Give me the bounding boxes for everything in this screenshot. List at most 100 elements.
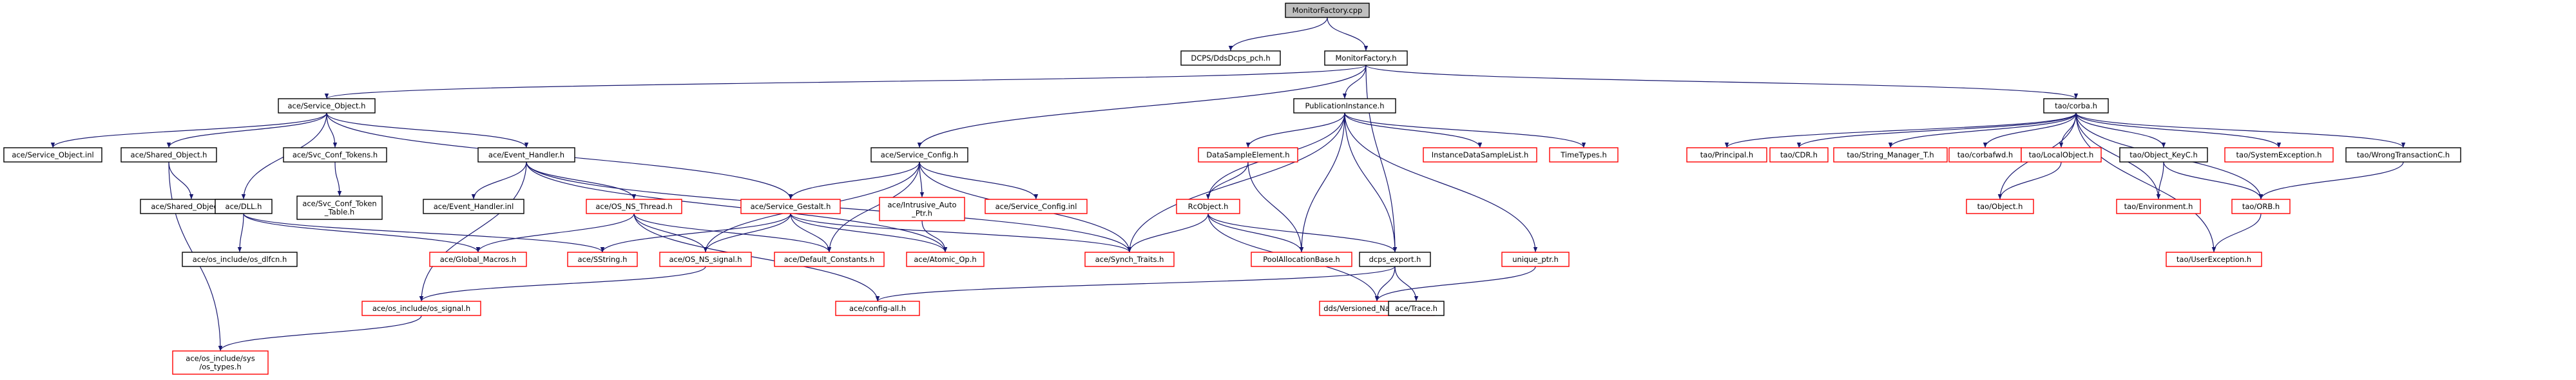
node-label: ace/Default_Constants.h <box>784 255 875 264</box>
edge-tao_corba_h-to-tao_userexception_h <box>2075 112 2216 253</box>
node-label: ace/Service_Config.inl <box>995 202 1077 211</box>
node-ace-trace-h[interactable]: ace/Trace.h <box>1388 301 1445 316</box>
node-label: ace/OS_NS_signal.h <box>669 255 742 264</box>
node-dcps-pch[interactable]: DCPS/DdsDcps_pch.h <box>1180 50 1281 66</box>
edge-datasampleelement_h-to-poolallocationbase_h <box>1247 161 1304 253</box>
node-service-object-inl[interactable]: ace/Service_Object.inl <box>3 147 102 163</box>
node-label: /os_types.h <box>199 363 241 372</box>
edge-root-to-dcps_pch <box>1228 17 1328 52</box>
node-service-object-h[interactable]: ace/Service_Object.h <box>278 98 376 114</box>
node-default-constants-h[interactable]: ace/Default_Constants.h <box>774 252 885 267</box>
node-box <box>985 199 1088 214</box>
node-tao-principal-h[interactable]: tao/Principal.h <box>1686 147 1767 163</box>
node-label: ace/os_include/sys <box>186 354 255 363</box>
node-label: ace/Svc_Conf_Token <box>302 199 376 208</box>
edge-os_ns_thread_h-to-default_constants_h <box>633 213 832 253</box>
edge-os_ns_thread_h-to-global_macros_h <box>476 213 635 253</box>
node-timetypes-h[interactable]: TimeTypes.h <box>1549 147 1619 163</box>
node-tao-cdr-h[interactable]: tao/CDR.h <box>1769 147 1829 163</box>
edge-dll_h-to-os_dlfcn_h <box>237 213 244 253</box>
edge-monitorfactory_h-to-service_config_h <box>917 65 1367 148</box>
node-box <box>1084 252 1175 267</box>
node-box <box>1686 147 1767 163</box>
node-rcobject-h[interactable]: RcObject.h <box>1176 199 1240 214</box>
edge-shared_object_h-to-shared_object_inl <box>168 161 194 200</box>
edge-service_object_h-to-event_handler_h <box>326 112 529 148</box>
edge-rcobject_h-to-poolallocationbase_h <box>1207 213 1304 253</box>
node-tao-localobject-h[interactable]: tao/LocalObject.h <box>2021 147 2102 163</box>
node-event-handler-h[interactable]: ace/Event_Handler.h <box>477 147 575 163</box>
node-os-types-h[interactable]: ace/os_include/sys/os_types.h <box>172 350 269 375</box>
edge-os_ns_signal_h-to-os_signal_h <box>419 266 706 302</box>
node-service-config-h[interactable]: ace/Service_Config.h <box>870 147 968 163</box>
node-svc-conf-token-table-h[interactable]: ace/Svc_Conf_Token_Table.h <box>296 195 383 220</box>
node-box <box>1359 252 1431 267</box>
node-os-ns-signal-h[interactable]: ace/OS_NS_signal.h <box>659 252 752 267</box>
edge-intrusive_auto_ptr_h-to-atomic_op_h <box>921 220 948 253</box>
node-event-handler-inl[interactable]: ace/Event_Handler.inl <box>423 199 524 214</box>
node-box <box>1293 98 1396 114</box>
node-datasampleelement-h[interactable]: DataSampleElement.h <box>1198 147 1298 163</box>
node-dcps-export-h[interactable]: dcps_export.h <box>1359 252 1431 267</box>
node-sstring-h[interactable]: ace/SString.h <box>567 252 638 267</box>
edge-tao_orb_h-to-tao_userexception_h <box>2211 213 2262 253</box>
node-service-config-inl[interactable]: ace/Service_Config.inl <box>985 199 1088 214</box>
edge-service_gestalt_h-to-os_ns_signal_h <box>703 213 791 253</box>
node-tao-corba-h[interactable]: tao/corba.h <box>2043 98 2109 114</box>
node-label: DCPS/DdsDcps_pch.h <box>1191 54 1270 63</box>
node-tao-object-keyc-h[interactable]: tao/Object_KeyC.h <box>2119 147 2208 163</box>
node-box <box>2119 147 2208 163</box>
node-box <box>1251 252 1352 267</box>
node-box <box>2116 199 2201 214</box>
node-tao-orb-h[interactable]: tao/ORB.h <box>2231 199 2291 214</box>
node-label: tao/ORB.h <box>2242 202 2280 211</box>
edge-monitorfactory_h-to-dcps_export_h <box>1365 65 1398 253</box>
node-label: ace/Shared_Object.inl <box>151 202 231 211</box>
node-tao-environment-h[interactable]: tao/Environment.h <box>2116 199 2201 214</box>
node-os-ns-thread-h[interactable]: ace/OS_NS_Thread.h <box>586 199 682 214</box>
node-shared-object-h[interactable]: ace/Shared_Object.h <box>120 147 217 163</box>
node-tao-string-manager-t-h[interactable]: tao/String_Manager_T.h <box>1833 147 1948 163</box>
node-intrusive-auto-ptr-h[interactable]: ace/Intrusive_Auto_Ptr.h <box>879 197 965 221</box>
node-box <box>477 147 575 163</box>
node-svc-conf-tokens-h[interactable]: ace/Svc_Conf_Tokens.h <box>283 147 387 163</box>
node-instancedatasamplelist-h[interactable]: InstanceDataSampleList.h <box>1423 147 1537 163</box>
edge-service_object_h-to-shared_object_h <box>166 112 327 148</box>
node-dll-h[interactable]: ace/DLL.h <box>215 199 273 214</box>
node-unique-ptr-h[interactable]: unique_ptr.h <box>1501 252 1570 267</box>
node-os-dlfcn-h[interactable]: ace/os_include/os_dlfcn.h <box>182 252 298 267</box>
node-box <box>1769 147 1829 163</box>
node-global-macros-h[interactable]: ace/Global_Macros.h <box>429 252 527 267</box>
edge-service_config_h-to-default_constants_h <box>827 161 920 253</box>
node-atomic-op-h[interactable]: ace/Atomic_Op.h <box>906 252 985 267</box>
node-box <box>429 252 527 267</box>
node-tao-object-h[interactable]: tao/Object.h <box>1966 199 2034 214</box>
node-label: TimeTypes.h <box>1560 150 1607 159</box>
node-box <box>1176 199 1240 214</box>
node-label: _Table.h <box>324 208 354 217</box>
node-publicationinstance-h[interactable]: PublicationInstance.h <box>1293 98 1396 114</box>
node-label: tao/String_Manager_T.h <box>1847 150 1934 159</box>
node-tao-wrongtransactionc-h[interactable]: tao/WrongTransactionC.h <box>2345 147 2461 163</box>
node-os-signal-h[interactable]: ace/os_include/os_signal.h <box>361 301 481 316</box>
edge-os_ns_thread_h-to-config_all_h <box>633 213 880 302</box>
node-config-all-h[interactable]: ace/config-all.h <box>835 301 920 316</box>
node-label: ace/Service_Object.inl <box>12 150 93 159</box>
edge-service_object_h-to-service_object_inl <box>50 112 327 148</box>
node-tao-userexception-h[interactable]: tao/UserException.h <box>2166 252 2262 267</box>
node-monitorfactory-h[interactable]: MonitorFactory.h <box>1324 50 1408 66</box>
node-box <box>172 350 269 375</box>
edge-dcps_export_h-to-ace_trace_h <box>1394 266 1419 302</box>
node-synch-traits-h[interactable]: ace/Synch_Traits.h <box>1084 252 1175 267</box>
node-box <box>2043 98 2109 114</box>
node-service-gestalt-h[interactable]: ace/Service_Gestalt.h <box>740 199 841 214</box>
node-poolallocationbase-h[interactable]: PoolAllocationBase.h <box>1251 252 1352 267</box>
node-tao-corbafwd-h[interactable]: tao/corbafwd.h <box>1948 147 2022 163</box>
node-label: RcObject.h <box>1188 202 1229 211</box>
node-tao-systemexception-h[interactable]: tao/SystemException.h <box>2224 147 2334 163</box>
node-label: ace/Event_Handler.h <box>488 150 564 159</box>
node-box <box>1388 301 1445 316</box>
edge-tao_corba_h-to-tao_object_keyc_h <box>2075 112 2166 148</box>
edge-tao_object_keyc_h-to-tao_orb_h <box>2163 161 2264 200</box>
